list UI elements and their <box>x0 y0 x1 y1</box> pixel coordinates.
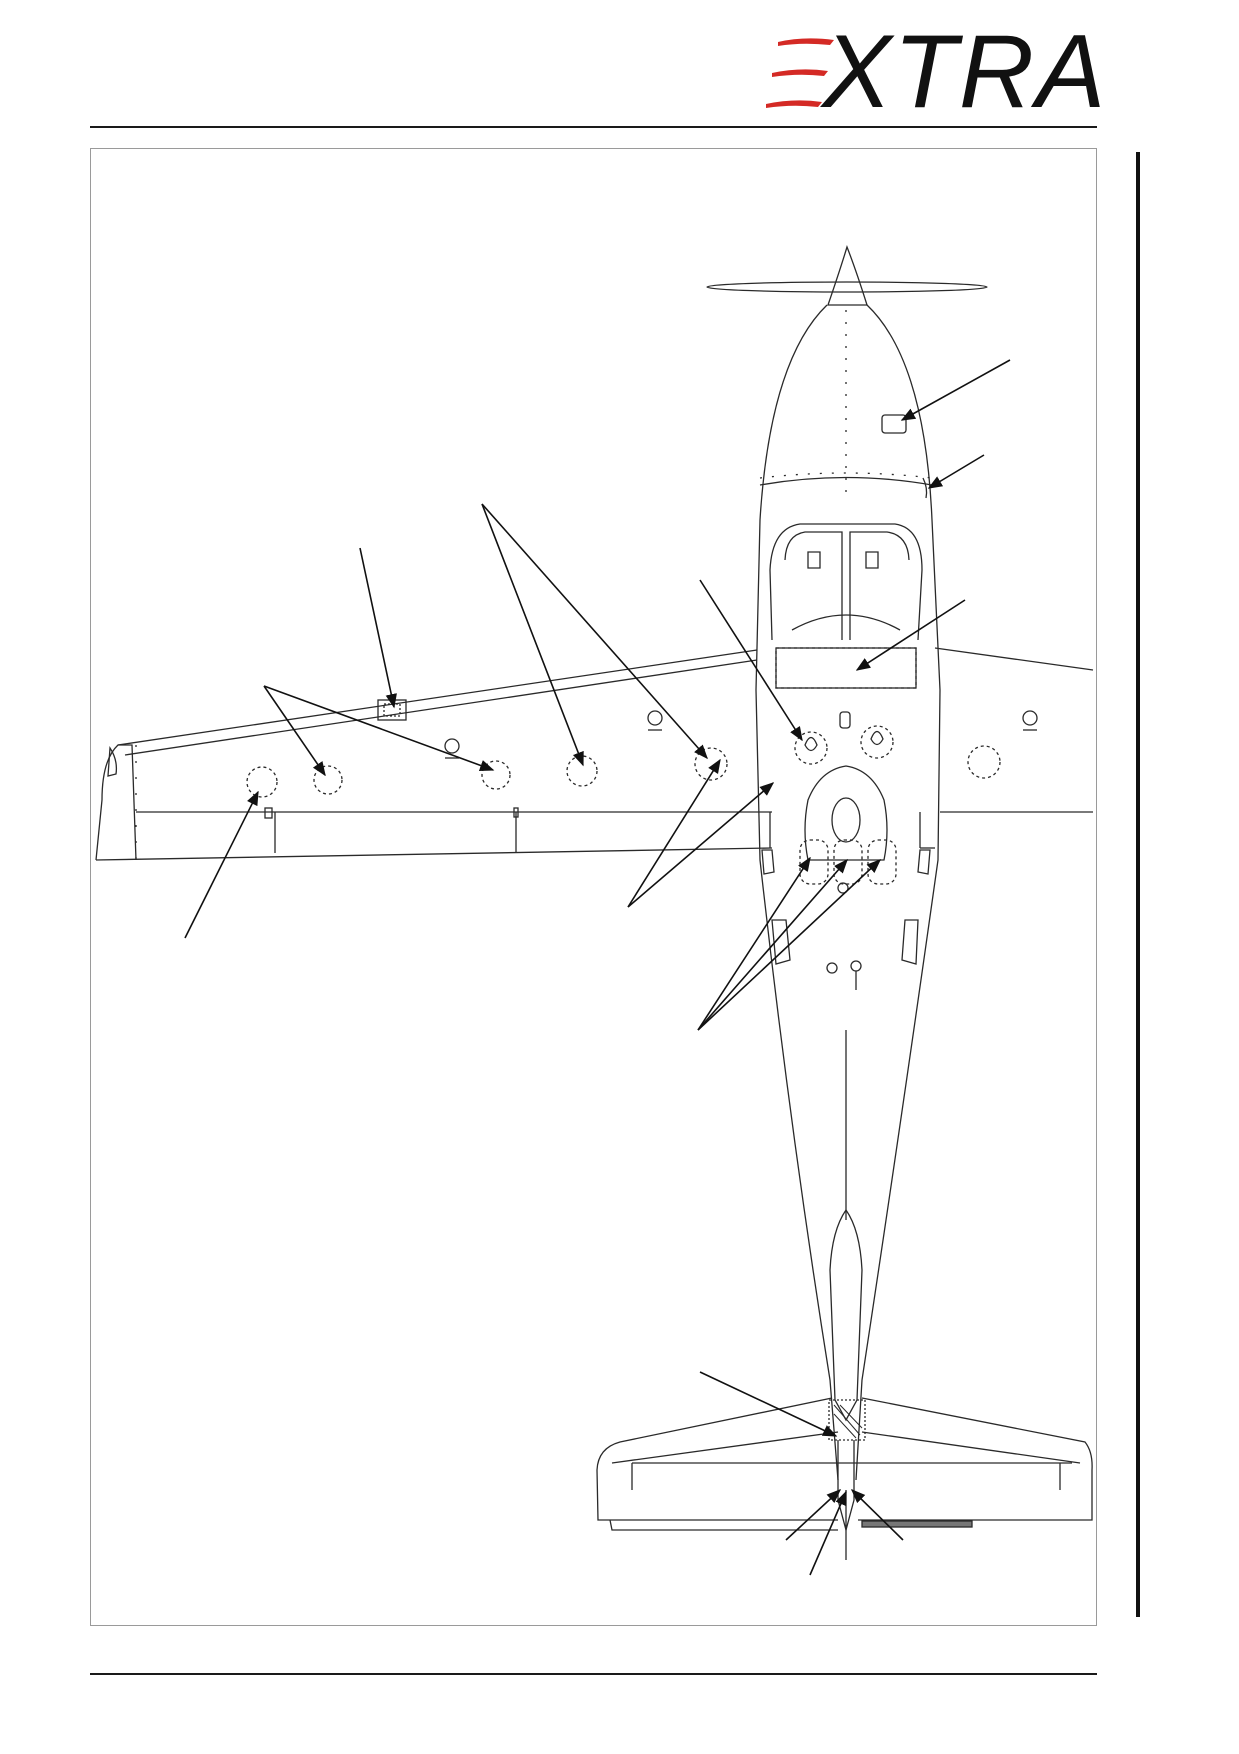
logo-wordmark: XTRA <box>822 14 1108 130</box>
fuel-caps <box>444 710 1038 759</box>
header-rule <box>90 126 1097 128</box>
callout-arrows <box>184 359 1011 1576</box>
horizontal-tail <box>596 1397 1093 1560</box>
change-bar <box>1136 152 1140 1617</box>
inspection-panels <box>246 725 1001 798</box>
footer-rule <box>90 1673 1097 1675</box>
propeller <box>706 245 988 306</box>
panel-inner-marks <box>804 730 884 752</box>
extra-logo: XTRA <box>760 20 1105 124</box>
left-wing <box>95 649 773 861</box>
logo-e-stripes-icon <box>766 38 834 108</box>
fuselage <box>755 304 941 1481</box>
right-wing <box>919 647 1094 849</box>
figure-frame <box>90 148 1097 1626</box>
